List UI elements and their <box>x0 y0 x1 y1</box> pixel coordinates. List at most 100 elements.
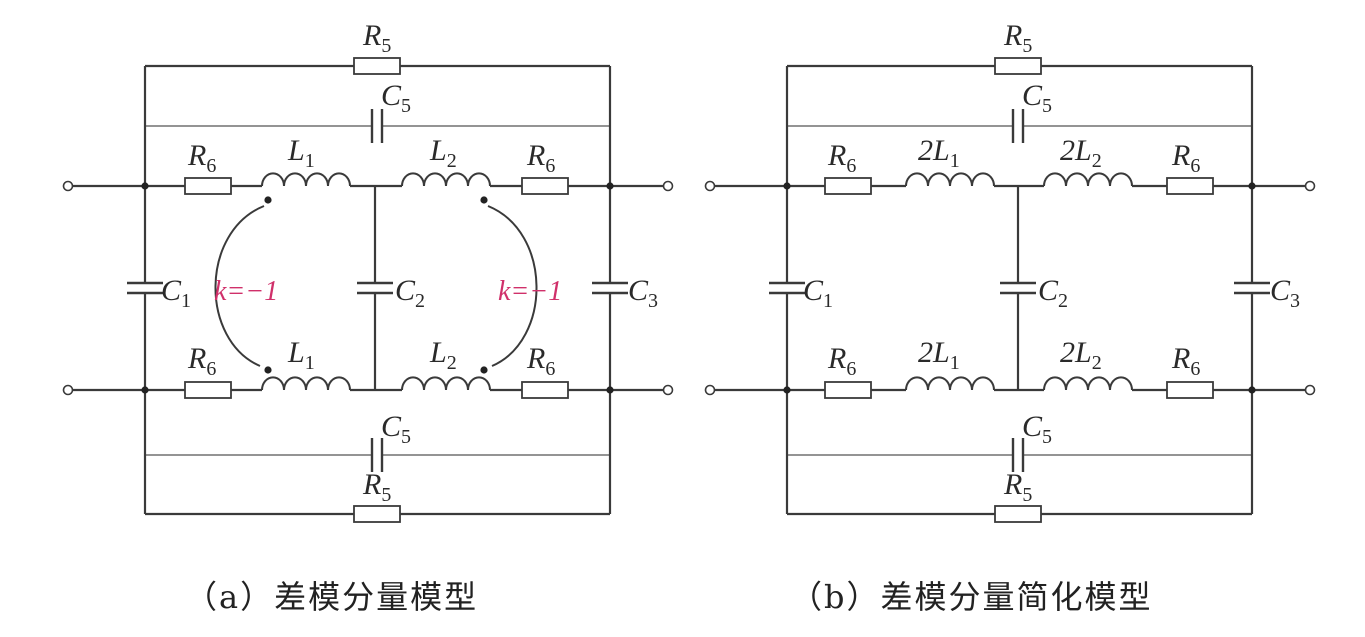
junction-dot <box>606 386 614 394</box>
resistor <box>184 381 232 399</box>
label-C5-top: C5 <box>1022 79 1052 117</box>
terminal <box>1304 180 1316 192</box>
resistor <box>521 177 569 195</box>
inductor-coil <box>905 172 995 187</box>
label-L-tr: 2L2 <box>1060 134 1102 172</box>
junction-dot <box>480 366 488 374</box>
gap <box>1013 437 1023 473</box>
label-subscript: 2 <box>447 150 457 172</box>
label-symbol: C <box>381 79 402 112</box>
label-L-br: L2 <box>429 336 457 374</box>
resistor <box>994 57 1042 75</box>
label-symbol: R <box>187 139 206 172</box>
resistor <box>824 381 872 399</box>
junction-dot <box>783 182 791 190</box>
terminal <box>62 384 74 396</box>
inductor-coil <box>905 376 995 391</box>
label-subscript: 2 <box>415 290 425 312</box>
label-subscript: 6 <box>206 155 216 177</box>
label-subscript: 5 <box>381 484 391 506</box>
label-symbol: C <box>1270 274 1291 307</box>
label-symbol: C <box>628 274 649 307</box>
label-subscript: 1 <box>950 150 960 172</box>
label-C3: C3 <box>1270 274 1300 312</box>
label-symbol: R <box>1003 19 1022 52</box>
gap <box>1013 108 1023 144</box>
caption-a: （a）差模分量模型 <box>185 578 479 616</box>
label-subscript: 2 <box>1092 150 1102 172</box>
junction-dot <box>480 196 488 204</box>
terminal <box>1304 384 1316 396</box>
label-C5-bot: C5 <box>1022 410 1052 448</box>
label-L-tl: L1 <box>287 134 315 172</box>
label-symbol: R <box>187 342 206 375</box>
gap <box>590 283 630 293</box>
label-subscript: 3 <box>648 290 658 312</box>
label-R6-bl: R6 <box>827 342 856 380</box>
inductor-coil <box>401 376 491 391</box>
resistor <box>1166 177 1214 195</box>
label-symbol: C <box>1022 410 1043 443</box>
label-R6-br: R6 <box>526 342 555 380</box>
resistor <box>1166 381 1214 399</box>
label-subscript: 6 <box>1190 358 1200 380</box>
inductor-coil <box>261 376 351 391</box>
junction-dot <box>1248 182 1256 190</box>
gap <box>1232 283 1272 293</box>
terminal <box>704 180 716 192</box>
label-subscript: 6 <box>1190 155 1200 177</box>
label-R5-bot: R5 <box>362 468 391 506</box>
label-R5-bot: R5 <box>1003 468 1032 506</box>
label-C1: C1 <box>803 274 833 312</box>
label-subscript: 5 <box>1022 484 1032 506</box>
label-symbol: C <box>803 274 824 307</box>
label-subscript: 6 <box>206 358 216 380</box>
inductor-coil <box>401 172 491 187</box>
label-L-bl: 2L1 <box>918 336 960 374</box>
junction-dot <box>606 182 614 190</box>
label-L-br: 2L2 <box>1060 336 1102 374</box>
label-symbol: R <box>827 342 846 375</box>
label-subscript: 5 <box>401 426 411 448</box>
label-symbol: R <box>526 139 545 172</box>
resistor <box>521 381 569 399</box>
label-subscript: 1 <box>950 352 960 374</box>
resistor <box>353 505 401 523</box>
label-subscript: 6 <box>545 155 555 177</box>
label-symbol: R <box>362 468 381 501</box>
label-C5-top: C5 <box>381 79 411 117</box>
label-symbol: 2L <box>918 134 950 167</box>
label-subscript: 3 <box>1290 290 1300 312</box>
coupling-arc-right <box>487 205 538 367</box>
junction-dot <box>141 182 149 190</box>
label-subscript: 1 <box>305 150 315 172</box>
resistor <box>184 177 232 195</box>
label-symbol: L <box>287 134 305 167</box>
label-C5-bot: C5 <box>381 410 411 448</box>
gap <box>372 437 382 473</box>
coupling-arc-left <box>214 205 265 367</box>
junction-dot <box>1248 386 1256 394</box>
label-R6-bl: R6 <box>187 342 216 380</box>
junction-dot <box>264 366 272 374</box>
label-symbol: 2L <box>1060 134 1092 167</box>
junction-dot <box>783 386 791 394</box>
label-symbol: L <box>287 336 305 369</box>
inductor-coil <box>261 172 351 187</box>
label-R5-top: R5 <box>362 19 391 57</box>
label-C2: C2 <box>395 274 425 312</box>
label-subscript: 2 <box>1058 290 1068 312</box>
coupling-label-right: k=−1 <box>498 276 562 307</box>
label-L-bl: L1 <box>287 336 315 374</box>
label-subscript: 2 <box>447 352 457 374</box>
label-symbol: C <box>1022 79 1043 112</box>
label-R5-top: R5 <box>1003 19 1032 57</box>
label-symbol: 2L <box>918 336 950 369</box>
label-C1: C1 <box>161 274 191 312</box>
label-symbol: C <box>1038 274 1059 307</box>
label-R6-br: R6 <box>1171 342 1200 380</box>
resistor <box>353 57 401 75</box>
